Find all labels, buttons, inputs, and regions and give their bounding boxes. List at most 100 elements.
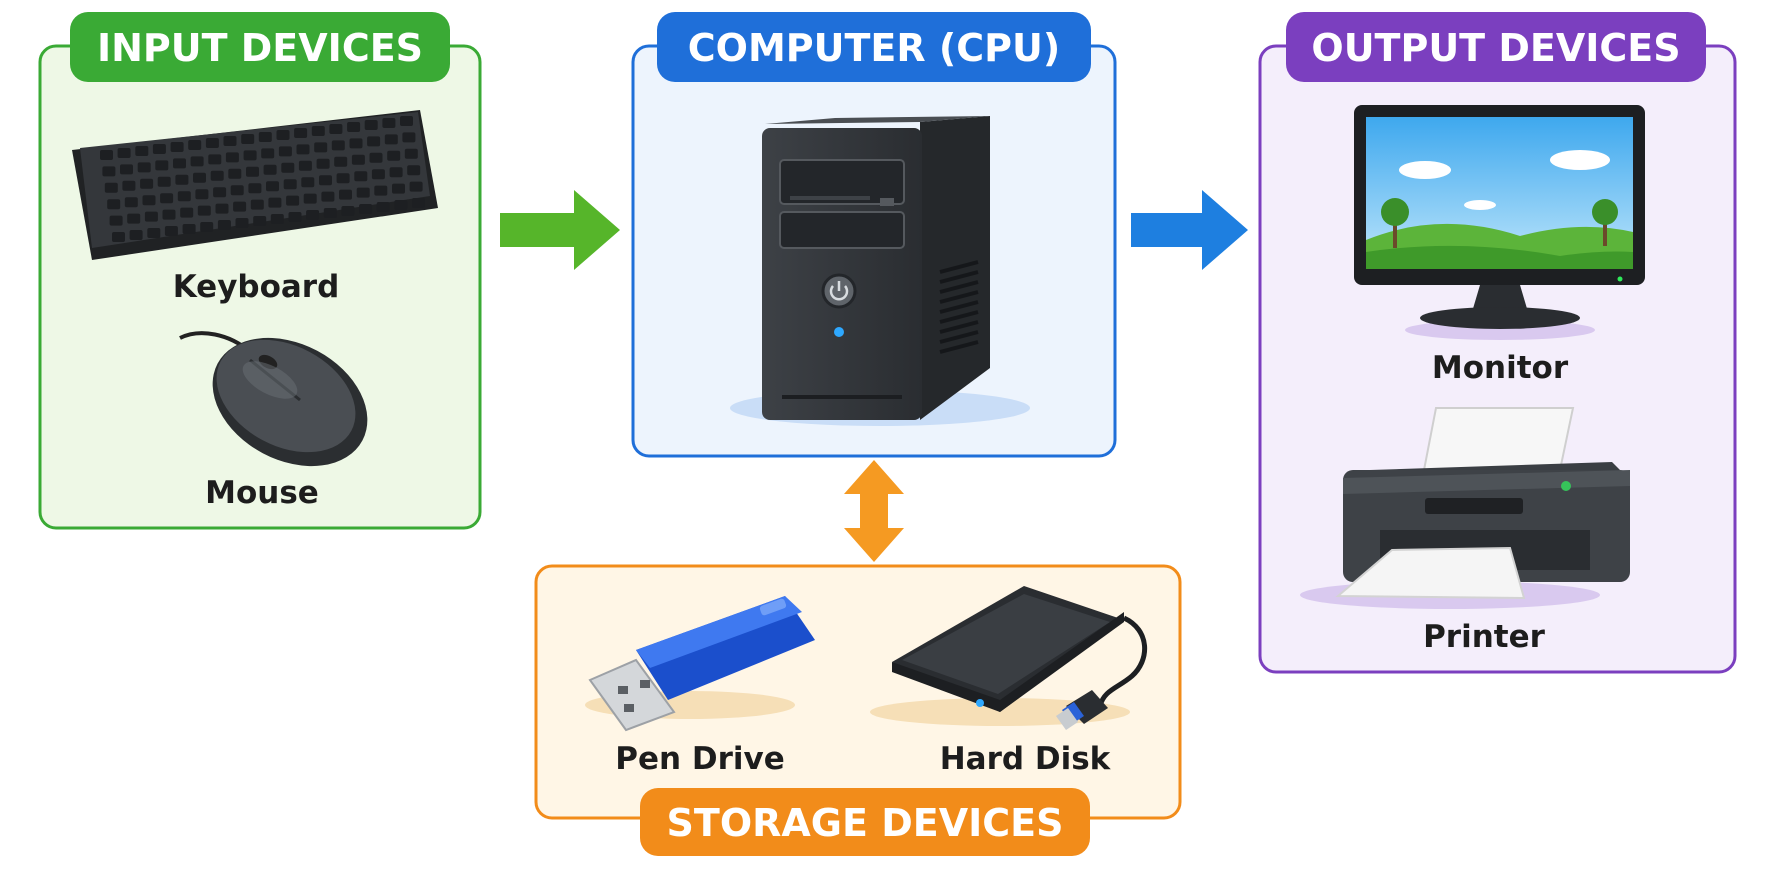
keyboard-key [349, 138, 363, 149]
printer-label: Printer [1423, 619, 1546, 655]
keyboard-key [369, 152, 383, 163]
keyboard-key [180, 207, 194, 218]
keyboard-key [233, 201, 247, 212]
keyboard-key [294, 128, 308, 138]
keyboard-key [135, 146, 149, 156]
keyboard-key [263, 164, 277, 175]
keyboard-key [331, 140, 345, 151]
keyboard-key [323, 208, 337, 218]
keyboard-key [142, 195, 156, 206]
keyboard-key [382, 118, 396, 128]
keyboard-key [367, 136, 381, 147]
keyboard-key [100, 150, 113, 160]
keyboard-key [412, 198, 425, 208]
keyboard-key [306, 210, 320, 220]
keyboard-key [288, 212, 302, 222]
keyboard-key [193, 172, 206, 183]
output-devices-panel: OUTPUT DEVICES Monitor [1258, 12, 1737, 674]
storage-title-pill [640, 788, 1090, 856]
keyboard-key [124, 197, 138, 208]
output-title: OUTPUT DEVICES [1311, 26, 1680, 70]
keyboard-key [164, 226, 178, 236]
keyboard-key [384, 134, 398, 145]
keyboard-key [230, 185, 244, 196]
keyboard-key [157, 176, 171, 187]
computer-panel: COMPUTER (CPU) [631, 12, 1117, 458]
keyboard-key [371, 169, 385, 180]
arrow-computer-to-output [1131, 190, 1248, 270]
keyboard-key [376, 202, 390, 212]
keyboard-key [200, 222, 214, 232]
keyboard-key [356, 187, 370, 198]
keyboard-key [281, 162, 295, 173]
cpu-vent-slot [939, 340, 979, 354]
keyboard-key [235, 218, 249, 228]
keyboard-key [140, 178, 154, 189]
keyboard-key [253, 216, 267, 226]
keyboard-key [137, 162, 151, 173]
keyboard-key [270, 214, 284, 224]
keyboard-key [109, 215, 123, 226]
keyboard-keys [100, 116, 425, 242]
keyboard-key [283, 179, 297, 190]
hard-disk-label: Hard Disk [940, 741, 1112, 777]
keyboard-key [278, 146, 292, 157]
keyboard-key [175, 174, 189, 185]
cpu-vents [939, 260, 979, 354]
keyboard-key [129, 230, 143, 240]
keyboard-key [334, 156, 348, 167]
arrow-computer-storage [844, 460, 904, 562]
cpu-vent-slot [939, 300, 979, 314]
keyboard-key [359, 204, 373, 214]
keyboard-key [170, 142, 184, 152]
keyboard-key [400, 116, 413, 126]
keyboard-key [301, 177, 315, 188]
monitor-icon [1354, 105, 1645, 340]
keyboard-key [321, 191, 335, 202]
storage-title: STORAGE DEVICES [667, 801, 1064, 845]
keyboard-key [364, 120, 378, 130]
keyboard-key [127, 213, 141, 224]
computer-title: COMPUTER (CPU) [688, 26, 1060, 70]
keyboard-key [347, 122, 361, 132]
keyboard-key [311, 126, 325, 136]
pen-drive-icon [585, 596, 815, 732]
pen-drive-label: Pen Drive [615, 741, 785, 777]
keyboard-key [177, 191, 191, 202]
monitor-label: Monitor [1432, 350, 1569, 386]
keyboard-key [112, 232, 125, 242]
keyboard-key [404, 148, 418, 159]
keyboard-key [276, 130, 290, 140]
keyboard-key [258, 132, 272, 142]
keyboard-key [173, 158, 186, 169]
cpu-vent-slot [939, 310, 979, 324]
hard-disk-icon [870, 586, 1147, 730]
input-title: INPUT DEVICES [97, 26, 423, 70]
keyboard-key [197, 205, 211, 216]
keyboard-key [102, 166, 116, 177]
keyboard-key [120, 164, 133, 175]
printer-icon [1300, 407, 1630, 609]
cpu-vent-slot [939, 280, 979, 294]
keyboard-key [117, 148, 131, 158]
keyboard-key [208, 154, 222, 165]
keyboard-key [389, 167, 403, 178]
keyboard-key [268, 197, 282, 208]
keyboard-key [248, 183, 262, 194]
storage-devices-panel: Pen Drive Hard Disk STORAGE DEVICES [534, 564, 1182, 856]
keyboard-key [205, 138, 219, 148]
keyboard-key [286, 195, 300, 206]
keyboard-key [188, 140, 202, 150]
keyboard-key [336, 173, 350, 184]
keyboard-key [147, 228, 161, 238]
keyboard-key [303, 193, 317, 204]
keyboard-key [215, 203, 229, 214]
keyboard-key [402, 132, 416, 143]
keyboard-key [354, 171, 368, 182]
keyboard-key [225, 152, 239, 163]
keyboard-key [162, 209, 176, 220]
keyboard-key [387, 150, 401, 161]
keyboard-key [296, 144, 310, 155]
